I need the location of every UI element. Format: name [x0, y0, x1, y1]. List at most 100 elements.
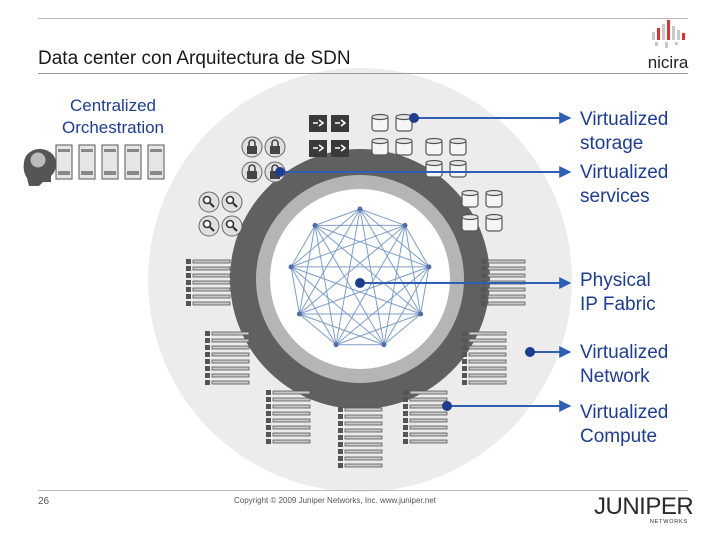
- fabric-link: [298, 208, 361, 315]
- lock-icon: [241, 136, 263, 158]
- fabric-link: [420, 266, 430, 315]
- switch-unit: [461, 344, 507, 351]
- switch-unit: [461, 337, 507, 344]
- fabric-link: [290, 225, 316, 268]
- storage-cylinder-icon: [449, 137, 467, 156]
- switch-unit: [402, 431, 448, 438]
- switch-unit: [204, 351, 250, 358]
- switch-unit: [185, 265, 231, 272]
- fabric-label-line2: IP Fabric: [580, 294, 656, 315]
- fabric-label-line1: Physical: [580, 270, 651, 291]
- fabric-link: [314, 224, 430, 268]
- magnifier-icon: [197, 190, 221, 214]
- switch-unit: [265, 438, 311, 445]
- switch-unit: [480, 300, 526, 307]
- switch-unit: [402, 410, 448, 417]
- firewall-icon: [330, 139, 350, 158]
- switch-unit: [265, 389, 311, 396]
- services-connector: [275, 166, 572, 178]
- storage-cylinder-icon: [395, 137, 413, 156]
- fabric-link: [290, 266, 421, 315]
- storage-cylinder-icon: [425, 137, 443, 156]
- switch-unit: [337, 420, 383, 427]
- switch-unit: [185, 279, 231, 286]
- ip-fabric-mesh: [288, 206, 432, 348]
- switch-unit: [204, 330, 250, 337]
- fabric-node: [312, 222, 318, 228]
- switch-unit: [185, 300, 231, 307]
- switch-unit: [337, 413, 383, 420]
- fabric-link: [299, 313, 337, 346]
- fabric-link: [290, 224, 406, 268]
- switch-unit: [402, 403, 448, 410]
- fabric-node: [381, 342, 387, 348]
- page-number: 26: [38, 496, 50, 507]
- switch-unit: [337, 462, 383, 469]
- fabric-node: [288, 264, 294, 270]
- magnifier-icon: [220, 190, 244, 214]
- slide-title: Data center con Arquitectura de SDN: [38, 48, 351, 69]
- fabric-link: [290, 266, 337, 346]
- switch-unit: [402, 417, 448, 424]
- switch-unit: [461, 330, 507, 337]
- storage-cylinder-icon: [425, 159, 443, 178]
- server-rack-icon: [147, 144, 165, 180]
- server-rack-icon: [101, 144, 119, 180]
- switch-unit: [265, 424, 311, 431]
- switch-unit: [461, 358, 507, 365]
- switch-unit: [337, 441, 383, 448]
- physical-ip-fabric-label: Physical IP Fabric: [580, 269, 656, 317]
- storage-cylinder-icon: [371, 137, 389, 156]
- virtualized-storage-label: Virtualized storage: [580, 108, 668, 156]
- storage-label-line1: Virtualized: [580, 109, 669, 130]
- switch-unit: [265, 403, 311, 410]
- switch-unit: [185, 286, 231, 293]
- compute-label-line2: Compute: [580, 426, 658, 447]
- fabric-link: [359, 208, 385, 345]
- services-label-line2: services: [580, 186, 650, 207]
- network-connector: [525, 346, 572, 358]
- switch-unit: [265, 431, 311, 438]
- switch-unit: [402, 438, 448, 445]
- virtualized-network-label: Virtualized Network: [580, 341, 668, 389]
- storage-cylinder-icon: [485, 189, 503, 208]
- fabric-node: [357, 206, 363, 212]
- juniper-logo: JUNIPER NETWORKS: [594, 493, 692, 525]
- juniper-wordmark: JUNIPER: [594, 493, 692, 520]
- fabric-link: [383, 266, 430, 346]
- fabric-node: [333, 342, 339, 348]
- storage-label-line2: storage: [580, 133, 644, 154]
- orchestration-label-line2: Orchestration: [61, 118, 165, 137]
- orchestration-label-line1: Centralized: [70, 96, 156, 115]
- fabric-link: [359, 208, 422, 315]
- switch-unit: [185, 293, 231, 300]
- services-label-line1: Virtualized: [580, 162, 669, 183]
- fabric-link: [314, 225, 385, 346]
- server-rack-icon: [55, 144, 73, 180]
- fabric-link: [299, 224, 406, 315]
- fabric-connector: [355, 277, 572, 289]
- switch-unit: [204, 358, 250, 365]
- switch-unit: [402, 396, 448, 403]
- fabric-node: [296, 311, 302, 317]
- fabric-link: [314, 224, 421, 315]
- virtualized-compute-label: Virtualized Compute: [580, 401, 668, 449]
- nicira-logo-bars: [652, 20, 685, 48]
- network-label-line2: Network: [580, 366, 650, 387]
- lock-icon: [264, 136, 286, 158]
- virtualized-services-label: Virtualized services: [580, 161, 668, 209]
- storage-cylinder-icon: [449, 159, 467, 178]
- title-top-rule: [38, 18, 688, 19]
- nicira-wordmark: nicira: [648, 53, 689, 72]
- fabric-link: [290, 208, 361, 268]
- server-rack-icon: [78, 144, 96, 180]
- switch-unit: [185, 272, 231, 279]
- switch-unit: [337, 434, 383, 441]
- switch-unit: [204, 344, 250, 351]
- magnifier-icon: [220, 214, 244, 238]
- fabric-link: [404, 225, 422, 315]
- switch-unit: [337, 448, 383, 455]
- fabric-link: [314, 225, 337, 345]
- fabric-link: [383, 225, 406, 345]
